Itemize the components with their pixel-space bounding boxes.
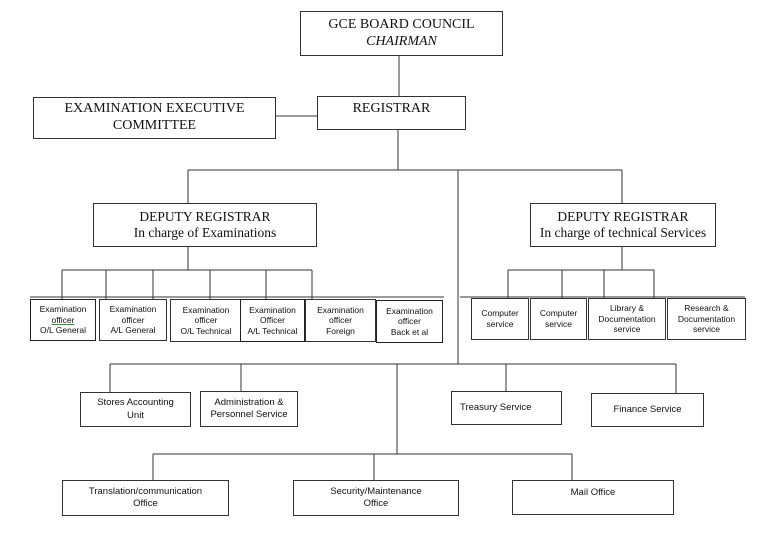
treasury-service: Treasury Service	[451, 391, 562, 425]
exam-officer-ol-technical: Examination officer O/L Technical	[170, 299, 242, 342]
exam-officer-line1: Examination	[39, 304, 87, 315]
finance-service: Finance Service	[591, 393, 704, 427]
exam-officer-line2: officer	[329, 315, 352, 326]
exam-officer-line3: A/L Technical	[247, 325, 298, 336]
exam-officer-al-technical: Examination Officer A/L Technical	[240, 299, 305, 342]
deputy-tech-line2: In charge of technical Services	[539, 225, 707, 240]
computer-service-2: Computer service	[530, 298, 587, 340]
exam-officer-line1: Examination	[317, 304, 364, 315]
deputy-registrar-tech-box: DEPUTY REGISTRAR In charge of technical …	[530, 203, 716, 247]
deputy-tech-line1: DEPUTY REGISTRAR	[557, 208, 689, 224]
tech-service-line1: Research &	[684, 303, 729, 314]
registrar-label: REGISTRAR	[352, 101, 431, 116]
security-maintenance-office: Security/Maintenance Office	[293, 480, 459, 516]
deputy-registrar-exams-box: DEPUTY REGISTRAR In charge of Examinatio…	[93, 203, 317, 247]
tech-service-line1: Computer	[539, 308, 578, 319]
chairman-box-line1: GCE BOARD COUNCIL	[328, 16, 475, 32]
tech-service-line2: service	[486, 319, 514, 329]
tech-service-line1: Library &	[609, 303, 644, 314]
exam-officer-line2: officer	[51, 314, 75, 325]
admin-line1: Administration &	[214, 396, 284, 408]
chairman-box: GCE BOARD COUNCIL CHAIRMAN	[300, 11, 503, 56]
translation-line1: Translation/communication	[88, 485, 203, 497]
admin-line2: Personnel Service	[210, 409, 288, 420]
deputy-exams-line1: DEPUTY REGISTRAR	[139, 208, 271, 224]
mail-office-label: Mail Office	[570, 487, 616, 498]
exam-officer-line3: Foreign	[326, 325, 355, 336]
research-documentation-service: Research & Documentation service	[667, 298, 746, 340]
exam-officer-line3: A/L General	[110, 325, 156, 336]
exam-officer-line1: Examination	[182, 304, 230, 315]
security-line1: Security/Maintenance	[330, 485, 422, 497]
tech-service-line2: Documentation	[598, 313, 656, 324]
chairman-box-line2: CHAIRMAN	[366, 33, 437, 49]
exam-officer-back-et-al: Examination officer Back et al	[376, 300, 443, 343]
mail-office: Mail Office	[512, 480, 674, 515]
treasury-label: Treasury Service	[460, 401, 532, 413]
exec-committee-line1: EXAMINATION EXECUTIVE	[64, 101, 245, 117]
exam-officer-line3: O/L General	[40, 325, 86, 336]
computer-service-1: Computer service	[471, 298, 529, 340]
exam-officer-line1: Examination	[249, 304, 296, 315]
translation-communication-office: Translation/communication Office	[62, 480, 229, 516]
exam-officer-line1: Examination	[386, 305, 433, 316]
tech-service-line2: service	[545, 319, 572, 329]
exam-officer-line3: O/L Technical	[180, 325, 232, 336]
exam-officer-foreign: Examination officer Foreign	[305, 299, 376, 342]
exam-officer-line2: officer	[121, 314, 145, 325]
exec-committee-box: EXAMINATION EXECUTIVE COMMITTEE	[33, 97, 276, 139]
stores-accounting-unit: Stores Accounting Unit	[80, 392, 191, 427]
exam-officer-line2: officer	[194, 315, 218, 326]
translation-line2: Office	[133, 498, 158, 509]
exam-officer-line2: Officer	[260, 315, 285, 326]
tech-service-line3: service	[693, 324, 720, 335]
exec-committee-line2: COMMITTEE	[112, 118, 197, 133]
deputy-exams-line2: In charge of Examinations	[133, 225, 277, 240]
security-line2: Office	[363, 498, 389, 509]
finance-label: Finance Service	[613, 403, 682, 415]
exam-officer-line2: officer	[398, 316, 421, 327]
exam-officer-line3: Back et al	[390, 326, 429, 337]
administration-personnel-service: Administration & Personnel Service	[200, 391, 298, 427]
exam-officer-ol-general: Examination officer O/L General	[30, 299, 96, 341]
tech-service-line1: Computer	[481, 308, 519, 319]
stores-line2: Unit	[127, 409, 144, 421]
library-documentation-service: Library & Documentation service	[588, 298, 666, 340]
registrar-box: REGISTRAR	[317, 96, 466, 130]
tech-service-line3: service	[613, 324, 641, 335]
exam-officer-line1: Examination	[109, 304, 157, 315]
tech-service-line2: Documentation	[677, 313, 736, 324]
stores-line1: Stores Accounting	[97, 397, 174, 409]
exam-officer-al-general: Examination officer A/L General	[99, 299, 167, 341]
